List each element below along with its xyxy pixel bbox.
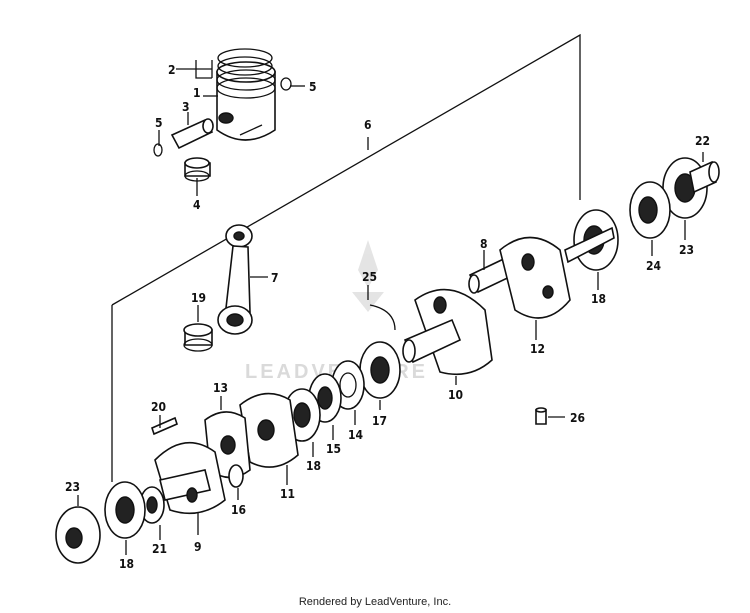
bushing-26 bbox=[535, 407, 547, 425]
connecting-rod bbox=[217, 224, 253, 335]
callout-9: 9 bbox=[194, 540, 202, 554]
callout-12: 12 bbox=[530, 342, 545, 356]
callout-23-left: 23 bbox=[65, 480, 80, 494]
callout-25: 25 bbox=[362, 270, 377, 284]
callout-14: 14 bbox=[348, 428, 364, 442]
callout-6: 6 bbox=[364, 118, 372, 132]
leader-lines bbox=[77, 60, 704, 555]
callout-18-middle: 18 bbox=[306, 459, 321, 473]
piston-pin bbox=[170, 118, 214, 150]
callout-5-right: 5 bbox=[309, 80, 317, 94]
callout-24: 24 bbox=[646, 259, 662, 273]
callout-labels: 1 2 3 4 5 5 6 7 8 9 10 11 12 13 14 15 16… bbox=[65, 63, 710, 571]
oil-seal-left bbox=[55, 506, 101, 564]
callout-15: 15 bbox=[326, 442, 341, 456]
callout-20: 20 bbox=[151, 400, 166, 414]
assembly-bracket bbox=[111, 33, 581, 482]
callout-1: 1 bbox=[193, 86, 201, 100]
washer-16 bbox=[228, 464, 244, 488]
callout-22: 22 bbox=[695, 134, 710, 148]
piston bbox=[216, 61, 276, 141]
callout-11: 11 bbox=[280, 487, 295, 501]
callout-3: 3 bbox=[182, 100, 190, 114]
bearing-24 bbox=[629, 181, 671, 239]
callout-18-right: 18 bbox=[591, 292, 606, 306]
bearing-18-left bbox=[104, 481, 146, 539]
callout-18-left: 18 bbox=[119, 557, 134, 571]
pin-20 bbox=[151, 416, 178, 436]
shaft-key bbox=[564, 226, 615, 264]
big-end-bearing bbox=[183, 323, 213, 352]
watermark: LEADVENTURE bbox=[245, 240, 425, 383]
callout-7: 7 bbox=[271, 271, 279, 285]
bearing-17 bbox=[359, 341, 401, 399]
callout-16: 16 bbox=[231, 503, 246, 517]
circlip-right bbox=[280, 77, 292, 91]
end-shaft-22 bbox=[689, 160, 720, 194]
callout-19: 19 bbox=[191, 291, 206, 305]
crank-web-10 bbox=[402, 288, 493, 376]
snap-ring bbox=[369, 304, 396, 331]
callout-13: 13 bbox=[213, 381, 228, 395]
crank-web-center bbox=[204, 392, 299, 479]
crank-web-right bbox=[499, 236, 571, 319]
footer-credit: Rendered by LeadVenture, Inc. bbox=[298, 596, 452, 608]
callout-21: 21 bbox=[152, 542, 167, 556]
small-end-bearing bbox=[184, 157, 211, 182]
crank-web-left bbox=[154, 441, 226, 515]
piston-rings bbox=[217, 48, 273, 76]
callout-2: 2 bbox=[168, 63, 176, 77]
callout-8: 8 bbox=[480, 237, 488, 251]
callout-17: 17 bbox=[372, 414, 387, 428]
circlip-left bbox=[153, 143, 163, 157]
callout-23-right: 23 bbox=[679, 243, 694, 257]
callout-4: 4 bbox=[193, 198, 201, 212]
callout-5-left: 5 bbox=[155, 116, 163, 130]
callout-10: 10 bbox=[448, 388, 463, 402]
callout-26: 26 bbox=[570, 411, 585, 425]
